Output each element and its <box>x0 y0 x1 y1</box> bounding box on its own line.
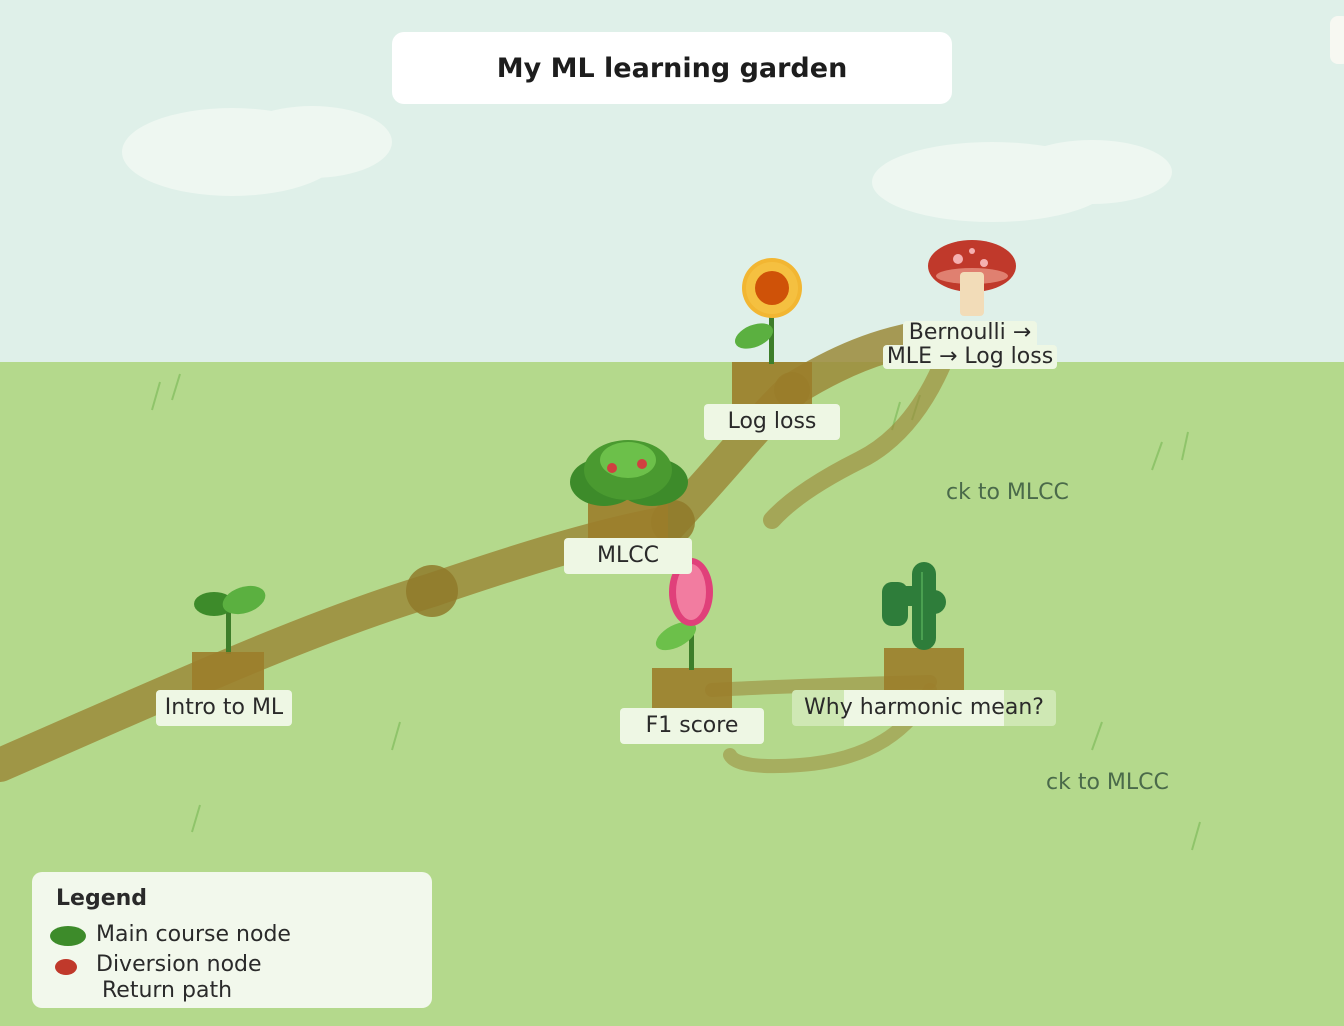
legend-title: Legend <box>56 886 148 911</box>
sunflower-icon <box>735 258 802 364</box>
node-label-bernoulli[interactable]: Bernoulli → MLE → Log loss <box>872 318 1068 372</box>
legend-item-return: Return path <box>102 978 233 1003</box>
pot-mlcc <box>588 500 668 540</box>
pot-intro <box>192 652 264 692</box>
node-label-mlcc[interactable]: MLCC <box>564 538 692 574</box>
diversion-node-swatch <box>55 959 77 975</box>
cloud-left <box>122 106 392 196</box>
bernoulli-line-1: Bernoulli → <box>902 321 1038 345</box>
cactus-icon <box>882 562 946 650</box>
pot-logloss <box>732 362 812 406</box>
path-node-dot <box>406 565 458 617</box>
node-label-intro-to-ml[interactable]: Intro to ML <box>156 690 292 726</box>
node-label-f1-score[interactable]: F1 score <box>620 708 764 744</box>
return-path-bernoulli <box>763 336 959 529</box>
pot-harmonic <box>884 648 964 692</box>
legend-panel: Legend Main course node Diversion node R… <box>32 872 432 1008</box>
tulip-icon <box>655 558 713 670</box>
pot-f1 <box>652 668 732 712</box>
corner-panel-tab[interactable] <box>1330 16 1344 64</box>
node-label-log-loss[interactable]: Log loss <box>704 404 840 440</box>
sprout-icon <box>194 585 266 654</box>
mushroom-icon <box>928 240 1016 316</box>
return-label-harmonic: ck to MLCC <box>1046 770 1169 795</box>
return-label-bernoulli: ck to MLCC <box>946 480 1069 505</box>
main-node-swatch <box>50 926 86 946</box>
legend-item-diversion: Diversion node <box>96 952 262 977</box>
bush-icon <box>570 440 688 506</box>
bernoulli-line-2: MLE → Log loss <box>882 345 1058 369</box>
legend-item-main: Main course node <box>96 922 291 947</box>
cloud-right <box>872 140 1172 222</box>
node-label-why-harmonic-mean[interactable]: Why harmonic mean? <box>792 690 1056 726</box>
page-title: My ML learning garden <box>392 32 952 104</box>
